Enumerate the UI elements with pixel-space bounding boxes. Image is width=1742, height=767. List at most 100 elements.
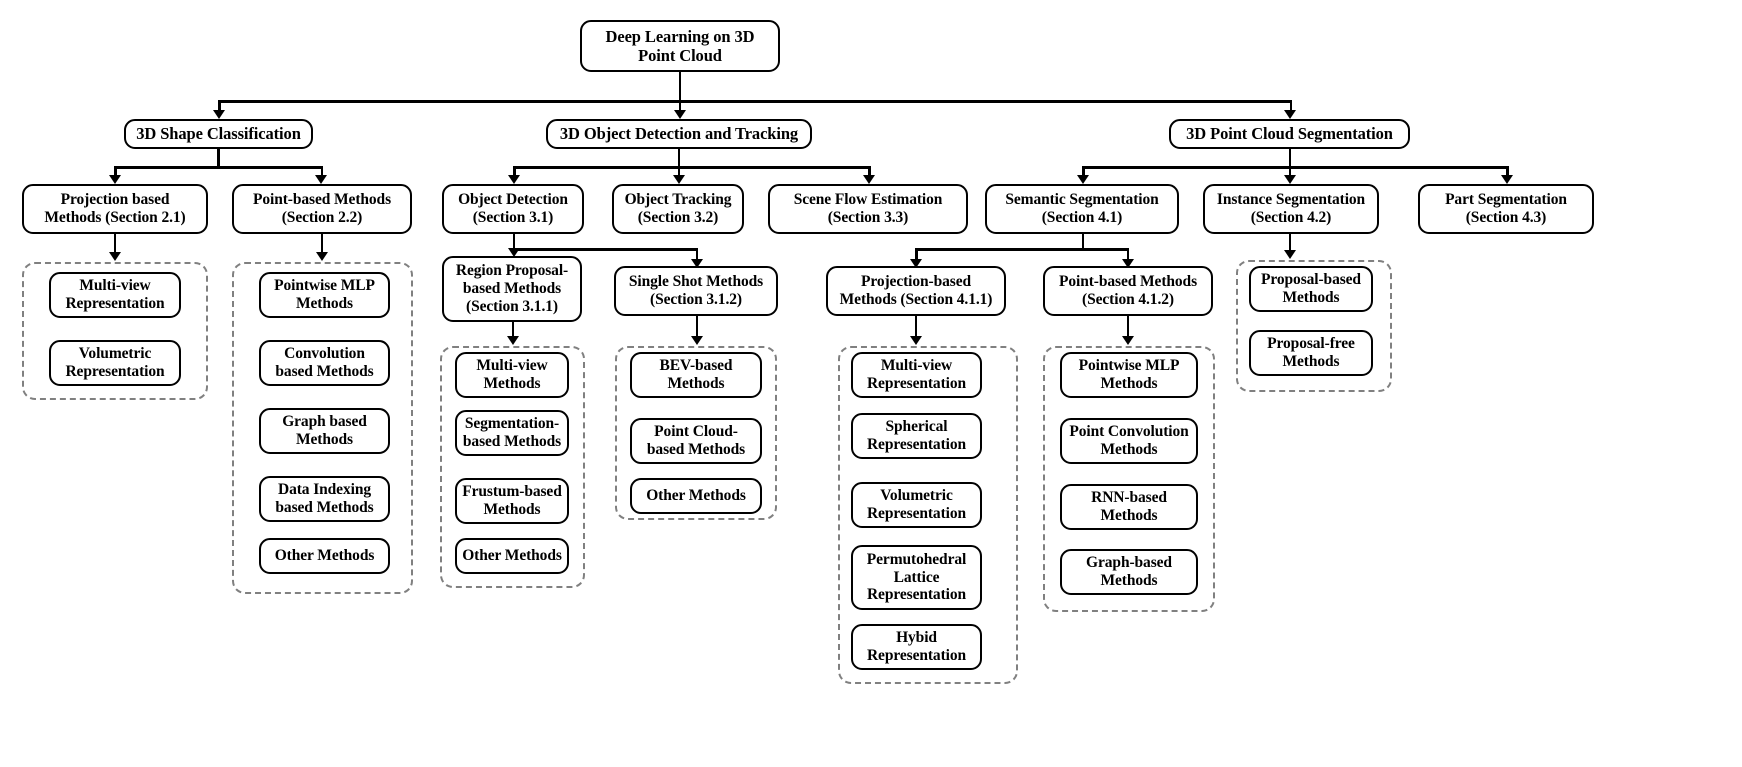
leaf-point-convolution-methods-4-1-2: Point Convolution Methods bbox=[1060, 418, 1198, 464]
arrowhead-group-3-2 bbox=[1121, 336, 1134, 345]
connector-b3-bus bbox=[1083, 166, 1508, 169]
node-3d-object-detection-tracking: 3D Object Detection and Tracking bbox=[546, 119, 812, 149]
connector-c31-to-d32 bbox=[1126, 248, 1130, 262]
node-single-shot-methods-3-1-2-label: Single Shot Methods (Section 3.1.2) bbox=[628, 273, 764, 308]
leaf-segmentation-based-methods-3-1-1-label: Segmentation- based Methods bbox=[462, 415, 562, 450]
node-region-proposal-based-methods-3-1-1-label: Region Proposal- based Methods (Section … bbox=[455, 262, 569, 315]
node-single-shot-methods-3-1-2: Single Shot Methods (Section 3.1.2) bbox=[614, 266, 778, 316]
leaf-proposal-based-methods-4-2: Proposal-based Methods bbox=[1249, 266, 1373, 312]
connector-b1-stem bbox=[217, 149, 220, 166]
node-3d-point-cloud-segmentation-label: 3D Point Cloud Segmentation bbox=[1186, 124, 1393, 144]
node-instance-segmentation-4-2-label: Instance Segmentation (Section 4.2) bbox=[1216, 191, 1366, 226]
node-object-detection-3-1-label: Object Detection (Section 3.1) bbox=[458, 191, 568, 226]
arrowhead-c12 bbox=[315, 175, 328, 184]
node-root-label: Deep Learning on 3D Point Cloud bbox=[605, 26, 755, 65]
leaf-convolution-based-methods-2-2-label: Convolution based Methods bbox=[275, 345, 374, 380]
leaf-pointwise-mlp-methods-4-1-2: Pointwise MLP Methods bbox=[1060, 352, 1198, 398]
leaf-volumetric-representation-4-1-1: Volumetric Representation bbox=[851, 482, 982, 528]
connector-c21-bus bbox=[512, 248, 697, 251]
leaf-pointwise-mlp-methods-2-2: Pointwise MLP Methods bbox=[259, 272, 390, 318]
leaf-rnn-based-methods-4-1-2: RNN-based Methods bbox=[1060, 484, 1198, 530]
group-point-based-4-1-2 bbox=[1043, 346, 1215, 612]
connector-c11-to-group bbox=[113, 234, 117, 255]
leaf-multi-view-representation-4-1-1: Multi-view Representation bbox=[851, 352, 982, 398]
leaf-proposal-free-methods-4-2-label: Proposal-free Methods bbox=[1267, 335, 1355, 370]
arrowhead-c21 bbox=[507, 175, 520, 184]
leaf-hybid-representation-4-1-1: Hybid Representation bbox=[851, 624, 982, 670]
leaf-multi-view-methods-3-1-1-label: Multi-view Methods bbox=[476, 357, 548, 392]
arrowhead-group-3-1 bbox=[909, 336, 922, 345]
arrowhead-group-2-1 bbox=[506, 336, 519, 345]
node-scene-flow-estimation-3-3-label: Scene Flow Estimation (Section 3.3) bbox=[793, 191, 943, 226]
node-point-based-methods-4-1-2: Point-based Methods (Section 4.1.2) bbox=[1043, 266, 1213, 316]
connector-root-stem bbox=[678, 72, 682, 100]
leaf-other-methods-3-1-1-label: Other Methods bbox=[462, 547, 562, 565]
node-3d-point-cloud-segmentation: 3D Point Cloud Segmentation bbox=[1169, 119, 1410, 149]
arrowhead-c11 bbox=[108, 175, 121, 184]
connector-root-bus bbox=[219, 100, 1291, 103]
connector-b2-to-c23 bbox=[868, 166, 871, 178]
connector-b2-to-c22 bbox=[677, 166, 681, 178]
connector-b3-to-c33 bbox=[1506, 166, 1509, 178]
arrowhead-d32 bbox=[1121, 259, 1134, 268]
connector-b3-to-c32 bbox=[1288, 166, 1292, 178]
leaf-volumetric-representation-2-1-label: Volumetric Representation bbox=[65, 345, 165, 380]
arrowhead-group-3-3 bbox=[1283, 250, 1296, 259]
leaf-graph-based-methods-4-1-2: Graph-based Methods bbox=[1060, 549, 1198, 595]
arrowhead-b3 bbox=[1284, 110, 1297, 119]
node-projection-based-methods-4-1-1-label: Projection-based Methods (Section 4.1.1) bbox=[839, 273, 993, 308]
arrowhead-d21 bbox=[507, 248, 520, 257]
node-root: Deep Learning on 3D Point Cloud bbox=[580, 20, 780, 72]
connector-root-to-b2 bbox=[678, 100, 682, 113]
connector-d22-to-group bbox=[695, 316, 699, 340]
leaf-point-convolution-methods-4-1-2-label: Point Convolution Methods bbox=[1069, 423, 1189, 458]
arrowhead-c23 bbox=[862, 175, 875, 184]
leaf-graph-based-methods-2-2: Graph based Methods bbox=[259, 408, 390, 454]
leaf-pointwise-mlp-methods-4-1-2-label: Pointwise MLP Methods bbox=[1078, 357, 1180, 392]
connector-b1-to-c11 bbox=[114, 166, 117, 178]
group-point-based-2-2 bbox=[232, 262, 413, 594]
leaf-volumetric-representation-4-1-1-label: Volumetric Representation bbox=[866, 487, 967, 522]
leaf-data-indexing-based-methods-2-2: Data Indexing based Methods bbox=[259, 476, 390, 522]
connector-c12-to-group bbox=[320, 234, 324, 255]
leaf-spherical-representation-4-1-1-label: Spherical Representation bbox=[866, 418, 967, 453]
connector-root-to-b1 bbox=[218, 100, 221, 113]
node-point-based-methods-4-1-2-label: Point-based Methods (Section 4.1.2) bbox=[1058, 273, 1198, 308]
leaf-permutohedral-lattice-representation-4-1-1-label: Permutohedral Lattice Representation bbox=[866, 550, 967, 604]
leaf-other-methods-3-1-2: Other Methods bbox=[630, 478, 762, 514]
leaf-pointwise-mlp-methods-2-2-label: Pointwise MLP Methods bbox=[274, 277, 375, 312]
leaf-other-methods-2-2: Other Methods bbox=[259, 538, 390, 574]
connector-b3-stem bbox=[1288, 149, 1292, 166]
arrowhead-group-2-2 bbox=[690, 336, 703, 345]
leaf-segmentation-based-methods-3-1-1: Segmentation- based Methods bbox=[455, 410, 569, 456]
connector-d21-to-group bbox=[511, 322, 515, 340]
node-projection-based-methods-4-1-1: Projection-based Methods (Section 4.1.1) bbox=[826, 266, 1006, 316]
leaf-frustum-based-methods-3-1-1-label: Frustum-based Methods bbox=[462, 483, 562, 518]
connector-d31-to-group bbox=[914, 316, 918, 340]
node-3d-shape-classification-label: 3D Shape Classification bbox=[136, 124, 301, 144]
node-scene-flow-estimation-3-3: Scene Flow Estimation (Section 3.3) bbox=[768, 184, 968, 234]
node-object-tracking-3-2-label: Object Tracking (Section 3.2) bbox=[624, 191, 732, 226]
node-part-segmentation-4-3-label: Part Segmentation (Section 4.3) bbox=[1445, 191, 1567, 226]
leaf-point-cloud-based-methods-3-1-2: Point Cloud- based Methods bbox=[630, 418, 762, 464]
node-semantic-segmentation-4-1: Semantic Segmentation (Section 4.1) bbox=[985, 184, 1179, 234]
leaf-volumetric-representation-2-1: Volumetric Representation bbox=[49, 340, 181, 386]
leaf-point-cloud-based-methods-3-1-2-label: Point Cloud- based Methods bbox=[646, 423, 746, 458]
arrowhead-b1 bbox=[212, 110, 225, 119]
leaf-bev-based-methods-3-1-2-label: BEV-based Methods bbox=[659, 357, 733, 392]
node-object-detection-3-1: Object Detection (Section 3.1) bbox=[442, 184, 584, 234]
node-point-based-methods-2-2-label: Point-based Methods (Section 2.2) bbox=[252, 191, 392, 226]
leaf-other-methods-2-2-label: Other Methods bbox=[274, 547, 375, 565]
leaf-proposal-free-methods-4-2: Proposal-free Methods bbox=[1249, 330, 1373, 376]
connector-b2-bus bbox=[514, 166, 870, 169]
leaf-rnn-based-methods-4-1-2-label: RNN-based Methods bbox=[1091, 489, 1167, 524]
leaf-spherical-representation-4-1-1: Spherical Representation bbox=[851, 413, 982, 459]
leaf-data-indexing-based-methods-2-2-label: Data Indexing based Methods bbox=[275, 481, 374, 516]
node-part-segmentation-4-3: Part Segmentation (Section 4.3) bbox=[1418, 184, 1594, 234]
leaf-multi-view-representation-2-1-label: Multi-view Representation bbox=[65, 277, 165, 312]
leaf-frustum-based-methods-3-1-1: Frustum-based Methods bbox=[455, 478, 569, 524]
arrowhead-group-1-1 bbox=[108, 252, 121, 261]
arrowhead-c31 bbox=[1076, 175, 1089, 184]
node-3d-shape-classification: 3D Shape Classification bbox=[124, 119, 313, 149]
leaf-multi-view-representation-4-1-1-label: Multi-view Representation bbox=[866, 357, 967, 392]
